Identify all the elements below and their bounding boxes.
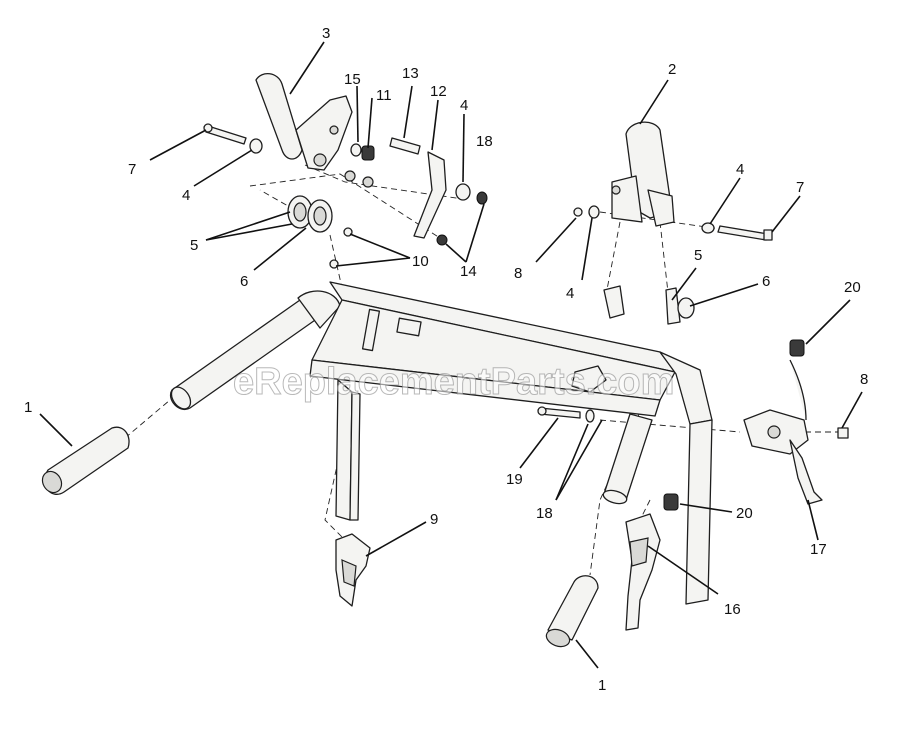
callout-12: 12	[430, 83, 447, 100]
callout-11: 11	[376, 87, 392, 104]
left-control-bail	[255, 73, 353, 171]
callout-18-bottom: 18	[536, 505, 553, 522]
leader-lines	[39, 41, 863, 669]
left-bolt-and-washer	[203, 123, 263, 154]
callout-17: 17	[810, 541, 827, 558]
callout-20-center: 20	[736, 505, 753, 522]
callout-5-right: 5	[694, 247, 702, 264]
callout-15: 15	[344, 71, 361, 88]
callout-1-right: 1	[598, 677, 606, 694]
callout-8-right: 8	[860, 371, 868, 388]
left-linkage-hardware	[329, 137, 488, 269]
callout-7-left: 7	[128, 161, 136, 178]
callout-13: 13	[402, 65, 419, 82]
callout-1-left: 1	[24, 399, 32, 416]
callout-20-right: 20	[844, 279, 861, 296]
watermark-text: eReplacementParts.com	[233, 361, 674, 403]
left-handle-grip	[41, 290, 341, 495]
handle-frame	[309, 281, 713, 605]
lower-bracket	[335, 533, 371, 607]
right-control-bail	[611, 121, 675, 227]
right-handle-tube	[545, 413, 653, 648]
callout-4-top: 4	[460, 97, 468, 114]
right-control-lever	[743, 359, 849, 505]
left-pivot-hardware	[287, 195, 333, 233]
callout-5-left: 5	[190, 237, 198, 254]
callout-6-left: 6	[240, 273, 248, 290]
callout-7-right: 7	[796, 179, 804, 196]
callout-16: 16	[724, 601, 741, 618]
callout-19: 19	[506, 471, 523, 488]
right-pivot-hardware	[573, 205, 773, 325]
callout-4-right: 4	[736, 161, 744, 178]
callout-4-left: 4	[182, 187, 190, 204]
callout-18-top: 18	[476, 133, 493, 150]
center-bolt-hardware	[537, 406, 595, 423]
center-lever	[625, 513, 661, 631]
callout-14: 14	[460, 263, 477, 280]
callout-4-center: 4	[566, 285, 574, 302]
callout-labels: 1 1 2 3 4 4 4 4 5 5 6 6 7 7 8 8 9 10 11 …	[24, 25, 868, 694]
pins	[663, 339, 805, 511]
callout-9: 9	[430, 511, 438, 528]
callout-10: 10	[412, 253, 429, 270]
callout-6-right: 6	[762, 273, 770, 290]
callout-2: 2	[668, 61, 676, 78]
callout-3: 3	[322, 25, 330, 42]
callout-8-center: 8	[514, 265, 522, 282]
